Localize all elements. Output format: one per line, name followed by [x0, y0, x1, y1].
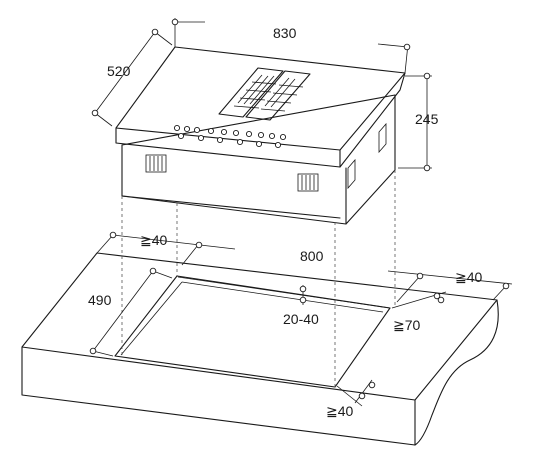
- label-min-front: ≧70: [393, 317, 421, 333]
- extractor-vent: [218, 67, 311, 121]
- label-min-right: ≧40: [455, 269, 483, 285]
- hob-top-edge: [115, 127, 341, 168]
- control-buttons: [173, 124, 287, 149]
- label-cutout-depth: 490: [88, 292, 112, 308]
- end-grille: [347, 122, 387, 190]
- hob-unit: [115, 46, 406, 225]
- label-height: 245: [415, 111, 439, 127]
- worktop-cut-edge: [414, 299, 499, 446]
- side-grille-right: [297, 173, 319, 192]
- label-cutout-width: 800: [300, 248, 324, 264]
- dimension-lines: [89, 18, 513, 407]
- label-range: 20-40: [283, 311, 319, 327]
- side-grille-left: [145, 154, 167, 173]
- label-width: 830: [273, 25, 297, 41]
- projection-lines: [121, 170, 396, 387]
- label-min-bottom: ≧40: [326, 403, 354, 419]
- hob-body: [121, 94, 396, 225]
- dimension-labels: 830 520 245 ≧40 800 490 20-40 ≧40 ≧70 ≧4…: [88, 25, 483, 419]
- label-min-left: ≧40: [140, 232, 168, 248]
- label-depth: 520: [107, 63, 131, 79]
